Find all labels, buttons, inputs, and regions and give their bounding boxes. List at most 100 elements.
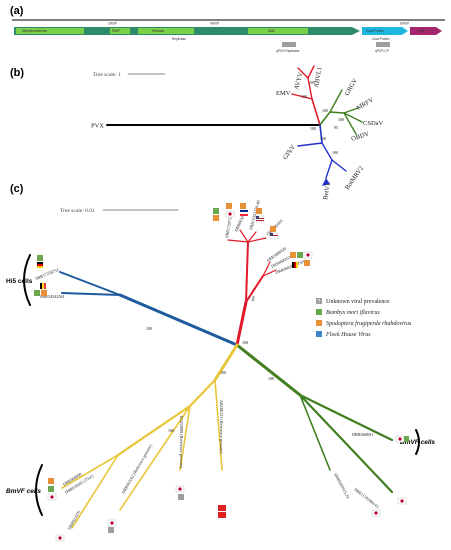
bootstrap-c-1: 100 [146, 326, 152, 331]
tag-green [34, 290, 40, 296]
hce-orf [410, 27, 442, 35]
domain-label-methyltransferase: Methyltransferase [22, 29, 48, 33]
leaf-pvx: PVX [91, 123, 104, 130]
branch-c-yellow-a [188, 378, 217, 408]
bootstrap-b-2: 100 [309, 80, 315, 85]
domain-methyltransferase [16, 28, 84, 34]
flag-de-gold [37, 266, 43, 268]
legend-label-fhv: Flock House Virus [325, 332, 371, 338]
branch-gfkv [297, 142, 323, 147]
question-icon: ? [318, 299, 321, 305]
legend-label-spodoptera: Spodoptera frugiperda rhabdovirus [326, 320, 412, 327]
branch-c-blue-b [61, 292, 121, 296]
domain-label-helicase: Helicase [152, 29, 164, 33]
branch-betv1 [325, 159, 333, 179]
branch-c-yellow-d [71, 454, 119, 529]
tag-orange [226, 203, 232, 209]
leaf-avyv: AVYV [293, 71, 304, 90]
ruler-tick-1: 2000P [108, 22, 117, 26]
flag-us-canton [270, 233, 273, 236]
branch-botmrv2 [331, 159, 347, 172]
flag-jp-dot [306, 253, 310, 257]
bootstrap-c-4: 100 [268, 376, 274, 381]
branch-c-yellow-g [119, 405, 191, 511]
ruler-tick-2: 4000P [210, 22, 219, 26]
label-hi5-cells: Hi5 cells [6, 278, 33, 285]
flag-de-gold [296, 262, 298, 268]
bracket-bmvf-right [415, 429, 420, 455]
leaf-mrfv: MRFV [356, 96, 376, 111]
panel-label-b: (b) [10, 67, 24, 79]
bootstrap-b-5: 95 [334, 125, 338, 130]
tag-green [297, 252, 303, 258]
leaf-c-ab186121: AB186121 (Reference genome) [219, 400, 224, 454]
tag-orange [240, 203, 246, 209]
flag-de-red [294, 262, 296, 268]
tag-orange [48, 478, 54, 484]
branch-c-red-t4 [247, 237, 267, 243]
branch-emv [291, 93, 313, 100]
label-bmvf-left: BmVF cells [6, 488, 41, 495]
legend-swatch-spodoptera [316, 320, 322, 326]
leaf-obdv: OBDV [350, 130, 370, 142]
branch-c-yellow-f [179, 405, 191, 471]
tag-green [48, 486, 54, 492]
branch-c-red [235, 300, 248, 347]
branch-avyv [297, 67, 309, 79]
branch-c-red-up [245, 241, 249, 303]
leaf-abvl1: ABVL1 [313, 66, 324, 88]
branch-c-red-t5 [262, 261, 271, 277]
tree-c: Tree scale: 0.01 100 100 100 [6, 200, 435, 542]
flag-fr-blue [240, 210, 248, 212]
bootstrap-c-2: 100 [250, 295, 256, 302]
branch-c-blue [118, 293, 239, 347]
tree-c-scale-label: Tree scale: 0.01 [60, 208, 95, 214]
legend-swatch-unknown [316, 298, 322, 304]
flag-jp-dot [228, 212, 232, 216]
flag-jp-dot [178, 487, 182, 491]
branch-c-red-t1 [227, 239, 249, 243]
label-bmvf-right: BmVF cells [400, 439, 435, 446]
branch-c-red-right [245, 275, 264, 303]
betv1-collapsed-clade [322, 178, 330, 186]
panel-label-a: (a) [10, 5, 24, 17]
branch-green-inner [329, 111, 345, 114]
branch-red-inner [307, 77, 313, 100]
branch-c-red-t6 [262, 269, 277, 277]
tags-yellow-clade [47, 478, 226, 542]
flag-jp-dot [58, 536, 62, 540]
flag-us-canton [256, 216, 259, 219]
panel-label-c: (c) [10, 183, 24, 195]
bootstrap-b-4: 100 [338, 117, 344, 122]
tags-red-clade [213, 203, 313, 268]
tag-orange [304, 260, 310, 266]
branch-blue-inner [321, 142, 333, 161]
domain-label-rdrp: RdRP [112, 29, 121, 33]
leaf-emv: EMV [276, 90, 291, 97]
flag-jp-dot [50, 495, 54, 499]
legend-item-fhv: Flock House Virus [316, 331, 371, 338]
legend-swatch-bombyx [316, 309, 322, 315]
branch-c-blue-a [59, 271, 121, 296]
domain-helicase [138, 28, 194, 34]
branch-c-green [235, 343, 302, 397]
branch-green-stem [319, 111, 331, 126]
tag-grey [178, 494, 184, 500]
flag-fr-red [240, 214, 248, 216]
coat-protein-orf [362, 27, 408, 35]
legend-label-unknown: Unknown viral prevalence [326, 299, 390, 305]
branch-csdav [343, 112, 363, 123]
flag-jp-dot [398, 437, 402, 441]
flag-be-black [40, 283, 42, 289]
branch-blue-stem [319, 124, 323, 144]
tag-green [37, 255, 43, 261]
branch-obdv [343, 112, 357, 135]
qpcr-replicase-box [282, 42, 296, 47]
flag-us-stripe [273, 235, 278, 236]
bootstrap-b-3: 100 [322, 108, 328, 113]
legend-item-unknown: ? Unknown viral prevalence [316, 298, 390, 305]
bootstrap-b-7: 100 [320, 136, 326, 141]
qpcr-cp-label: qPCR CP [375, 49, 389, 53]
domain-label-coat: Coat Protein [366, 29, 384, 33]
